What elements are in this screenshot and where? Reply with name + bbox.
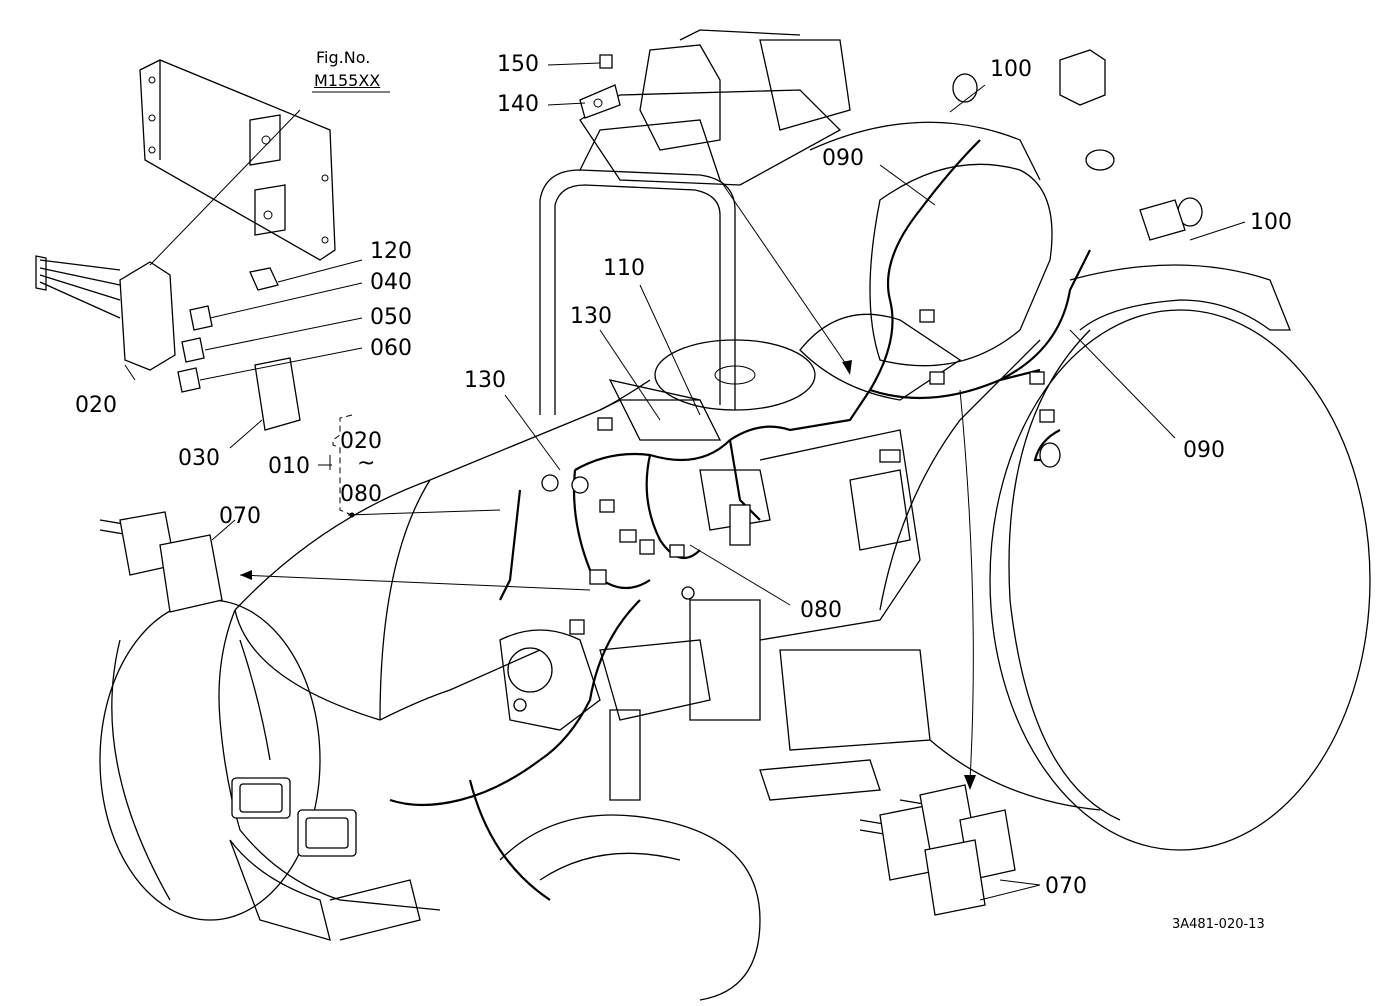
range-bracket <box>318 414 353 516</box>
rear-right-wheel <box>989 309 1371 851</box>
relay-left <box>99 511 223 613</box>
seat <box>799 163 1053 401</box>
hood <box>234 379 700 721</box>
callout-080-range: 080 <box>340 482 382 507</box>
pto-switch <box>1033 429 1061 468</box>
range-tilde: ~ <box>357 451 376 476</box>
rear-lamps <box>952 49 1203 241</box>
callout-150: 150 <box>497 52 539 77</box>
callout-090-top: 090 <box>822 146 864 171</box>
callout-100-right: 100 <box>1250 210 1292 235</box>
top-assembly <box>579 29 851 186</box>
steering-wheel <box>654 339 816 411</box>
bolt-and-bracket <box>579 54 621 119</box>
fig-no-value: M155XX <box>314 71 381 90</box>
callout-030: 030 <box>178 446 220 471</box>
relay-right <box>859 784 1016 916</box>
leader-lines <box>124 62 1246 901</box>
callout-090-right: 090 <box>1183 438 1225 463</box>
grille <box>218 609 441 941</box>
dashboard <box>608 379 921 641</box>
callout-040: 040 <box>370 270 412 295</box>
harness-connectors <box>513 309 1055 712</box>
rops-frame <box>539 119 736 415</box>
callout-050: 050 <box>370 305 412 330</box>
wiring-harness <box>389 139 1091 901</box>
fig-no-label: Fig.No. <box>316 48 371 67</box>
callout-070-left: 070 <box>219 504 261 529</box>
callout-020-range: 020 <box>340 429 382 454</box>
engine-block <box>499 599 761 801</box>
callout-110: 110 <box>603 256 645 281</box>
callout-080: 080 <box>800 598 842 623</box>
callout-010: 010 <box>268 454 310 479</box>
callout-130-lower: 130 <box>464 368 506 393</box>
drawing-code: 3A481-020-13 <box>1172 917 1265 932</box>
rear-left-fender <box>809 121 1101 811</box>
arrow-heads <box>240 360 976 790</box>
callout-060: 060 <box>370 336 412 361</box>
front-left-wheel <box>99 599 321 921</box>
front-right-wheel <box>499 814 761 1001</box>
callout-140: 140 <box>497 92 539 117</box>
callout-120: 120 <box>370 239 412 264</box>
callout-020-left: 020 <box>75 393 117 418</box>
callout-100-top: 100 <box>990 57 1032 82</box>
callout-070-bottom: 070 <box>1045 874 1087 899</box>
callout-130-upper: 130 <box>570 304 612 329</box>
headlights <box>231 777 357 857</box>
rear-right-fender <box>1069 264 1291 331</box>
fuse-box-inset <box>35 59 336 431</box>
battery-and-step <box>759 649 931 801</box>
